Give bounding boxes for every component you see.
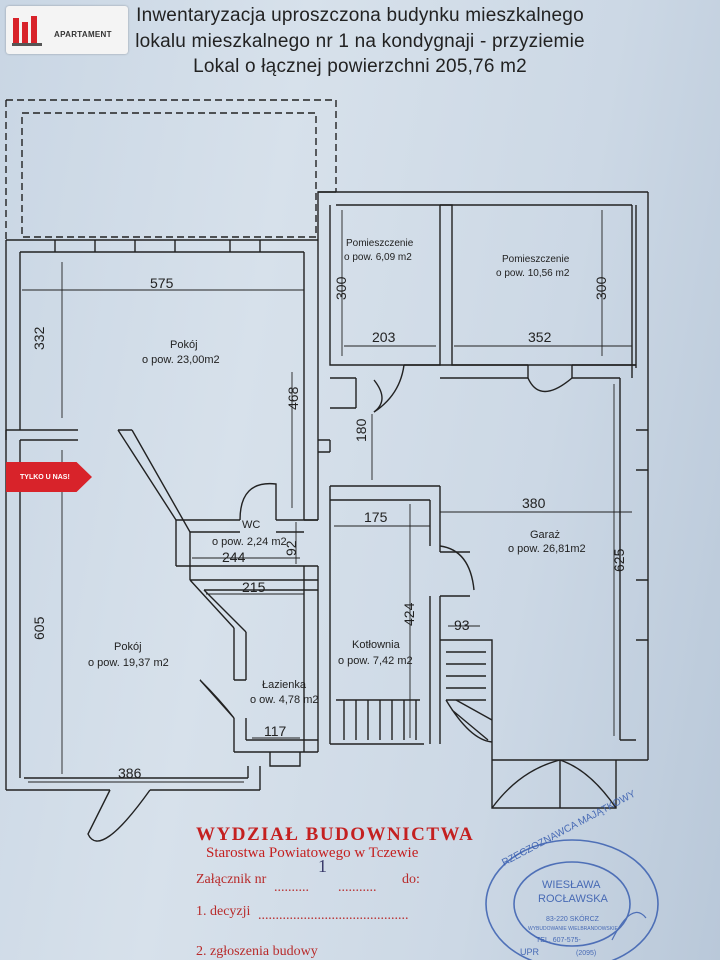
room-name-kotlownia: Kotłownia: [352, 639, 401, 651]
stamp-attachment-dots: ..........: [274, 880, 309, 895]
dim-300-a: 300: [333, 276, 349, 300]
seal-address-2: WYBUDOWANIE WIELBRANDOWSKIE: [528, 926, 618, 932]
stamp-attachment-dots-2: ...........: [338, 880, 377, 895]
seal-phone: TEL. 607-575-: [536, 937, 581, 944]
header-line-2: lokalu mieszkalnego nr 1 na kondygnaji -…: [135, 31, 585, 52]
room-name-pomieszczenie-2: Pomieszczenie: [502, 254, 570, 265]
dim-386: 386: [118, 765, 142, 781]
stamp-attachment-to: do:: [402, 872, 420, 887]
seal-name-1: WIESŁAWA: [542, 879, 601, 891]
dim-625: 625: [611, 548, 627, 572]
logo-text: APARTAMENT: [54, 30, 112, 39]
dim-244: 244: [222, 549, 246, 565]
seal-upr: UPR: [520, 947, 540, 957]
dim-175: 175: [364, 509, 388, 525]
dim-352: 352: [528, 329, 552, 345]
room-area-pokoj-1: o pow. 23,00m2: [142, 354, 220, 366]
room-area-lazienka: o ow. 4,78 m2: [250, 694, 319, 706]
seal-upr-number: (2095): [576, 950, 596, 957]
dim-300-b: 300: [593, 276, 609, 300]
promo-badge-text: TYLKO U NAS!: [20, 473, 70, 481]
stamp-attachment-value: 1: [318, 856, 327, 876]
dim-380: 380: [522, 495, 546, 511]
stamp-subtitle: Starostwa Powiatowego w Tczewie: [206, 845, 419, 861]
stamp-title: WYDZIAŁ BUDOWNICTWA: [196, 824, 475, 845]
dim-468: 468: [285, 386, 301, 410]
dim-203: 203: [372, 329, 396, 345]
dim-117: 117: [264, 723, 287, 739]
dim-93: 93: [454, 617, 470, 633]
room-area-pomieszczenie-2: o pow. 10,56 m2: [496, 268, 570, 279]
room-name-garaz: Garaż: [530, 529, 560, 541]
stamp-item-1-dots: ........................................…: [258, 908, 409, 923]
room-name-pomieszczenie-1: Pomieszczenie: [346, 238, 414, 249]
dim-215: 215: [242, 579, 266, 595]
dim-424: 424: [401, 602, 417, 626]
seal-address: 83-220 SKÓRCZ: [546, 914, 600, 923]
room-name-pokoj-1: Pokój: [170, 339, 198, 351]
room-name-lazienka: Łazienka: [262, 679, 307, 691]
room-area-pokoj-2: o pow. 19,37 m2: [88, 657, 169, 669]
room-area-garaz: o pow. 26,81m2: [508, 543, 586, 555]
room-area-wc: o pow. 2,24 m2: [212, 536, 287, 548]
surveyor-seal: [485, 839, 659, 960]
header-line-1: Inwentaryzacja uproszczona budynku miesz…: [136, 5, 584, 26]
agency-logo: APARTAMENT: [6, 6, 128, 54]
building-logo-icon: [12, 16, 42, 46]
dim-575: 575: [150, 275, 174, 291]
seal-ring-text: RZECZOZNAWCA MAJĄTKOWY: [500, 789, 638, 869]
dim-605: 605: [31, 616, 47, 640]
promo-badge: TYLKO U NAS!: [6, 462, 92, 492]
dim-332: 332: [31, 326, 47, 350]
header-line-3: Lokal o łącznej powierzchni 205,76 m2: [193, 56, 527, 77]
stamp-item-1: 1. decyzji: [196, 904, 251, 919]
dim-92: 92: [283, 540, 299, 556]
room-name-pokoj-2: Pokój: [114, 641, 142, 653]
room-area-kotlownia: o pow. 7,42 m2: [338, 655, 413, 667]
room-area-pomieszczenie-1: o pow. 6,09 m2: [344, 252, 412, 263]
stamp-attachment-label: Załącznik nr: [196, 872, 267, 887]
room-name-wc: WC: [242, 519, 260, 531]
dim-180: 180: [353, 418, 369, 442]
seal-name-2: ROCŁAWSKA: [538, 893, 609, 905]
stamp-item-2: 2. zgłoszenia budowy: [196, 944, 318, 959]
